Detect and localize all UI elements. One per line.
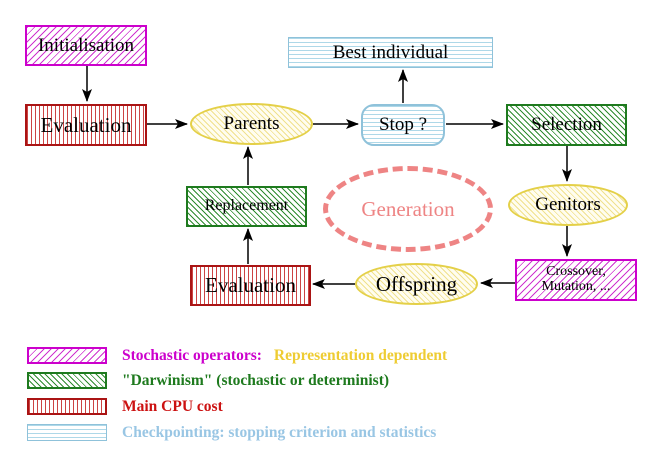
node-label: Replacement (204, 197, 289, 215)
node-label: Best individual (332, 41, 449, 63)
node-stop: Stop ? (361, 104, 445, 146)
node-label: Initialisation (37, 34, 135, 56)
node-label: Generation (361, 196, 455, 221)
legend-text-part: Stochastic operators: (122, 347, 262, 364)
node-generation: Generation (323, 166, 493, 252)
legend-text-part: Checkpointing: stopping criterion and st… (122, 424, 437, 441)
node-genitors: Genitors (508, 184, 628, 226)
node-replacement: Replacement (186, 186, 307, 227)
legend-swatch-darwinism (27, 372, 107, 389)
node-label: Offspring (375, 271, 458, 296)
node-label: Parents (223, 113, 280, 135)
legend-text-part: Representation dependent (273, 347, 448, 364)
node-initialisation: Initialisation (25, 25, 147, 66)
node-best-individual: Best individual (288, 37, 493, 68)
legend-label-checkpointing: Checkpointing: stopping criterion and st… (122, 424, 436, 442)
node-label: Genitors (535, 194, 601, 216)
node-label: Evaluation (205, 273, 296, 298)
legend-swatch-stochastic (27, 347, 107, 364)
node-label: Evaluation (40, 112, 132, 137)
node-label: Selection (531, 114, 602, 136)
legend-swatch-cpu-cost (27, 398, 107, 415)
node-parents: Parents (190, 103, 313, 145)
node-label: Stop ? (378, 114, 428, 136)
legend-text-part: "Darwinism" (stochastic or determinist) (122, 372, 390, 389)
node-evaluation-top: Evaluation (25, 104, 147, 146)
node-crossover-mutation: Crossover, Mutation, ... (515, 259, 637, 301)
legend-label-darwinism: "Darwinism" (stochastic or determinist) (122, 372, 389, 390)
legend-swatch-checkpointing (27, 424, 107, 441)
node-offspring: Offspring (355, 263, 478, 305)
legend-label-stochastic: Stochastic operators: Representation depe… (122, 347, 447, 365)
legend-label-cpu-cost: Main CPU cost (122, 398, 223, 416)
node-selection: Selection (506, 104, 627, 146)
node-label: Crossover, Mutation, ... (541, 264, 611, 294)
node-evaluation-bottom: Evaluation (190, 265, 311, 306)
legend-text-part: Main CPU cost (122, 398, 223, 415)
